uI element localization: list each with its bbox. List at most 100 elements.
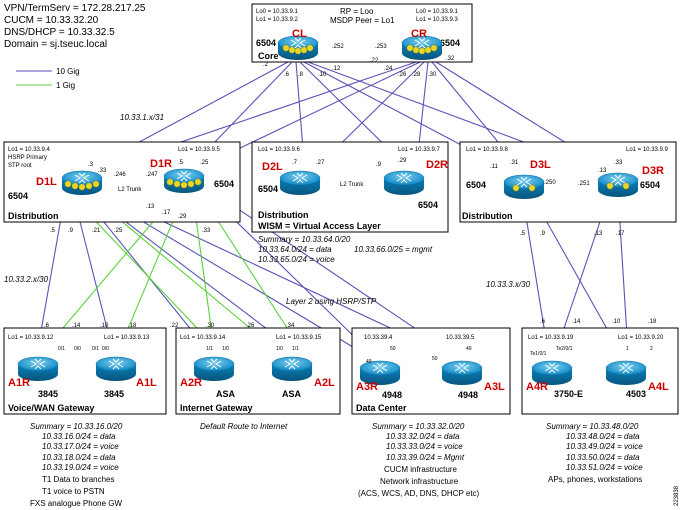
port-dot [412, 46, 420, 54]
dist-right-addr: .5 [520, 231, 526, 237]
router-a1r-model: 3845 [38, 389, 58, 399]
port-label: 1/1 [292, 346, 299, 352]
core-link-right: .253 [375, 44, 387, 50]
dist-right-addr: .17 [616, 231, 625, 237]
router-d3r-model: 6504 [640, 180, 660, 190]
legend-ten-gig-label: 10 Gig [56, 67, 80, 76]
port-dot [430, 44, 438, 52]
info-dns: DNS/DHCP = 10.33.32.5 [4, 27, 115, 38]
port-dot [418, 47, 426, 55]
core-port-label: .24 [384, 66, 393, 72]
port-label: 50 [432, 356, 438, 362]
router-d2l [279, 170, 321, 196]
dist-left-addr: .25 [200, 160, 209, 166]
access-right-addr: .10 [612, 319, 621, 325]
port-dot [187, 180, 195, 188]
core-lo1-right: Lo1 = 10.33.9.3 [416, 17, 459, 23]
access-right-block: Lo1 = 10.33.9.19 Lo1 = 10.33.9.20 A4R 37… [521, 319, 679, 415]
core-label: Core [258, 51, 279, 61]
dist-left-addr: .5 [50, 228, 56, 234]
dist-right-addr: .13 [594, 231, 603, 237]
port-dot [294, 47, 302, 55]
router-a1r-name: A1R [8, 377, 30, 389]
dist-left-addr: .25 [114, 228, 123, 234]
core-port-label: .32 [446, 56, 455, 62]
router-d1r-model: 6504 [214, 179, 234, 189]
core-port-label: .10 [318, 72, 327, 78]
access-right-lo1-left: Lo1 = 10.33.9.19 [528, 335, 574, 341]
access-datacenter-label: Data Center [356, 403, 407, 413]
access-voice-wan-block: Lo1 = 10.33.9.12 Lo1 = 10.33.9.13 A1R 38… [3, 323, 167, 415]
router-a2l-model: ASA [282, 389, 302, 399]
router-d1r-name: D1R [150, 158, 172, 170]
router-a3l [441, 360, 483, 386]
dist-right-label: Distribution [462, 211, 513, 221]
access-internet-addr: .34 [286, 323, 295, 329]
access-right-addr: .14 [572, 319, 581, 325]
core-rp: RP = Loo [340, 7, 374, 16]
access-internet-addr: .22 [170, 323, 179, 329]
core-port-label: .12 [332, 66, 341, 72]
router-d2l-name: D2L [262, 161, 283, 173]
router-d3r-name: D3R [642, 165, 664, 177]
dist-mid-net-mgmt: 10.33.66.0/25 = mgmt [354, 245, 433, 254]
port-label: 1 [626, 346, 629, 352]
core-port-label: .30 [428, 72, 437, 78]
router-d2l-model: 6504 [258, 184, 278, 194]
core-cr-model: 6504 [440, 38, 460, 48]
router-d2r [383, 170, 425, 196]
dist-mid-lo1-left: Lo1 = 10.33.9.6 [258, 147, 301, 153]
summary-line: 10.33.16.0/24 = data [42, 432, 116, 441]
dist-mid-net-voice: 10.33.65.0/24 = voice [258, 255, 335, 264]
port-label: 0/1 [92, 346, 99, 352]
summary-line: (ACS, WCS, AD, DNS, DHCP etc) [358, 489, 480, 498]
router-d3l [503, 174, 545, 200]
core-cl-model: 6504 [256, 38, 276, 48]
dist-left-lo1-right: Lo1 = 10.33.9.5 [178, 147, 221, 153]
dist-left-addr: .29 [178, 214, 187, 220]
router-a2l [271, 356, 313, 382]
dist-left-addr: .33 [202, 228, 211, 234]
router-cl-name: CL [292, 28, 307, 40]
access-internet-label: Internet Gateway [180, 403, 253, 413]
port-dot [300, 46, 308, 54]
core-port-label: .2 [263, 62, 269, 68]
access-datacenter-summary: Summary = 10.33.32.0/20 10.33.32.0/24 = … [358, 422, 480, 498]
access-voice-wan-addr: .18 [128, 323, 137, 329]
port-label: 1/0 [222, 346, 229, 352]
port-dot [78, 183, 86, 191]
port-label: Te2/0/1 [556, 346, 573, 352]
access-right-addr: .6 [540, 319, 546, 325]
port-dot [180, 181, 188, 189]
port-dot [512, 184, 520, 192]
access-voice-wan-addr: .14 [72, 323, 81, 329]
dist-right-addr: .9 [540, 231, 546, 237]
router-a4r-name: A4R [526, 381, 548, 393]
dist-left-addr: .13 [146, 204, 155, 210]
dist-right-addr: .250 [544, 180, 556, 186]
info-domain: Domain = sj.tseuc.local [4, 39, 107, 50]
dist-right-addr: .251 [578, 181, 590, 187]
port-dot [306, 44, 314, 52]
port-label: 1/0 [276, 346, 283, 352]
summary-line: 10.33.51.0/24 = voice [566, 463, 643, 472]
router-a3r-model: 4948 [382, 390, 402, 400]
router-a1l [95, 356, 137, 382]
dist-left-addr: .21 [92, 228, 101, 234]
access-internet-caption: Default Route to Internet [200, 422, 288, 431]
dist-mid-addr: .27 [316, 160, 325, 166]
dist-left-addr: .3 [88, 162, 94, 168]
dist-mid-block: Lo1 = 10.33.9.6 Lo1 = 10.33.9.7 D2L 6504… [251, 141, 449, 264]
port-dot [406, 44, 414, 52]
summary-line: Summary = 10.33.16.0/20 [30, 422, 123, 431]
access-right-addr: .18 [648, 319, 657, 325]
access-datacenter-lo1-right: 10.33.39.5 [446, 335, 475, 341]
core-lo0-right: Lo0 = 10.33.9.1 [416, 9, 459, 15]
core-lo1-left: Lo1 = 10.33.9.2 [256, 17, 299, 23]
legend-one-gig-label: 1 Gig [56, 81, 75, 90]
top-info: VPN/TermServ = 172.28.217.25 CUCM = 10.3… [4, 3, 146, 50]
port-label: Te1/0/1 [530, 351, 547, 357]
port-label: 49 [466, 346, 472, 352]
port-dot [528, 184, 536, 192]
